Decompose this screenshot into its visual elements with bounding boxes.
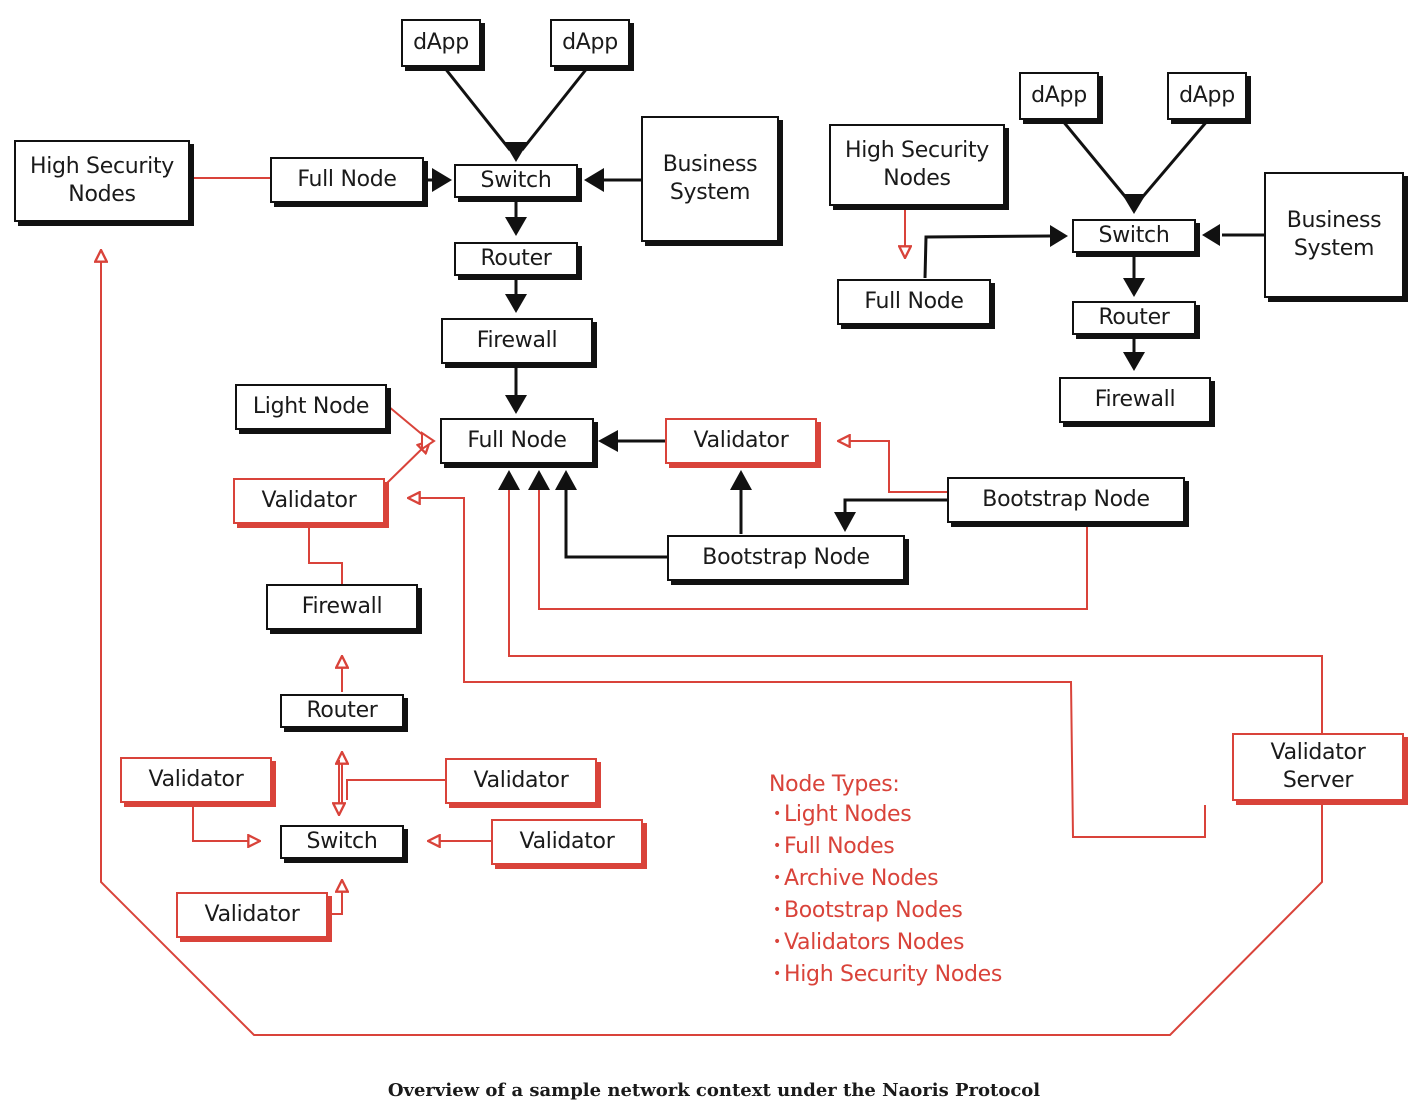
legend-item-label: Light Nodes [783,802,912,827]
arrowhead-rfullnode-switch [1050,225,1068,247]
validator-box: Validator [176,892,328,938]
edge-leftvalidator-firewall [308,526,343,584]
switch-box: Switch [280,825,404,859]
legend: Node Types: •Light Nodes •Full Nodes •Ar… [769,770,1002,992]
firewall-box: Firewall [266,584,418,630]
edge-validator-tr-switch [346,779,445,800]
switch-box: Switch [1072,219,1196,253]
validator-box: Validator [233,478,385,524]
edge-leftvalidator-fullnode [385,441,430,485]
dapp-node: dApp [1167,72,1247,120]
validator-server-box: Validator Server [1232,733,1404,801]
arrowhead-rrouter-firewall [1123,352,1145,371]
arrowhead-router-firewall [505,294,527,313]
bullet-icon: • [773,934,781,950]
edge-bootstrap-right-center [843,498,948,515]
arrowhead-rbusiness-switch [1202,224,1220,246]
dapp-node: dApp [1019,72,1099,120]
business-system-box: Business System [1264,172,1404,298]
validator-box: Validator [445,758,597,804]
bullet-icon: • [773,838,781,854]
arrowhead-dapps-switch [504,142,528,162]
validator-box: Validator [665,418,817,464]
arrowhead-fullnode-1 [498,470,520,490]
router-box: Router [454,242,578,276]
arrowhead-validator-fullnode [598,430,618,452]
bootstrap-node-box: Bootstrap Node [947,477,1185,523]
legend-item-label: High Security Nodes [783,962,1003,987]
edge-rdapp2-switch [1138,119,1210,201]
arrowhead-fullnode-2 [528,470,550,490]
full-node-box: Full Node [270,157,424,203]
router-box: Router [1072,301,1196,335]
legend-item: •Full Nodes [769,832,1002,864]
bootstrap-node-box: Bootstrap Node [667,535,905,581]
arrowhead-lightnode-fullnode [421,431,436,451]
edge-lightnode-fullnode [387,405,431,442]
dapp-node: dApp [401,19,481,67]
business-system-box: Business System [641,116,779,242]
arrowhead-firewall-fullnode [505,395,527,414]
high-security-nodes-box: High Security Nodes [14,140,190,222]
figure-caption: Overview of a sample network context und… [387,1080,1041,1101]
router-box: Router [280,694,404,728]
edge-validator-bl-switch [330,880,342,915]
legend-item-label: Archive Nodes [783,866,939,891]
firewall-box: Firewall [441,318,593,364]
legend-item: •Bootstrap Nodes [769,896,1002,928]
dapp-node: dApp [550,19,630,67]
arrowhead-rswitch-router [1123,278,1145,297]
bullet-icon: • [773,806,781,822]
legend-title: Node Types: [769,772,900,797]
arrowhead-bootstrap-fullnode-3 [555,470,577,490]
legend-item: •Archive Nodes [769,864,1002,896]
edge-dapp2-switch [520,66,590,151]
light-node-box: Light Node [235,384,387,430]
edge-dapp1-switch [442,66,512,151]
bullet-icon: • [773,966,781,982]
validator-box: Validator [491,819,643,865]
legend-item-label: Bootstrap Nodes [783,898,963,923]
legend-item: •Validators Nodes [769,928,1002,960]
arrowhead-bootstrap-right-center [834,512,856,532]
full-node-box: Full Node [440,418,594,464]
full-node-box: Full Node [837,279,991,325]
validator-box: Validator [120,757,272,803]
arrowhead-rdapps-switch [1122,194,1146,214]
firewall-box: Firewall [1059,377,1211,423]
edge-validator-tl-switch [192,804,260,841]
legend-item-label: Validators Nodes [783,930,965,955]
edge-rfullnode-switch [923,234,1051,279]
switch-box: Switch [454,164,578,198]
arrowhead-bootstrap-validator [730,470,752,490]
edge-bootstrap-center-fullnode [564,488,668,559]
legend-item: •Light Nodes [769,800,1002,832]
high-security-nodes-box: High Security Nodes [829,124,1005,206]
legend-item-label: Full Nodes [783,834,895,859]
edge-rdapp1-switch [1060,119,1130,201]
arrowhead-fullnode-switch [432,168,452,192]
arrowhead-switch-router [505,217,527,236]
bullet-icon: • [773,870,781,886]
bullet-icon: • [773,902,781,918]
edge-validator-server-fullnode [508,490,1323,734]
legend-item: •High Security Nodes [769,960,1002,992]
edge-bootstrap-right-validator [838,441,948,493]
arrowhead-business-switch [584,168,604,192]
